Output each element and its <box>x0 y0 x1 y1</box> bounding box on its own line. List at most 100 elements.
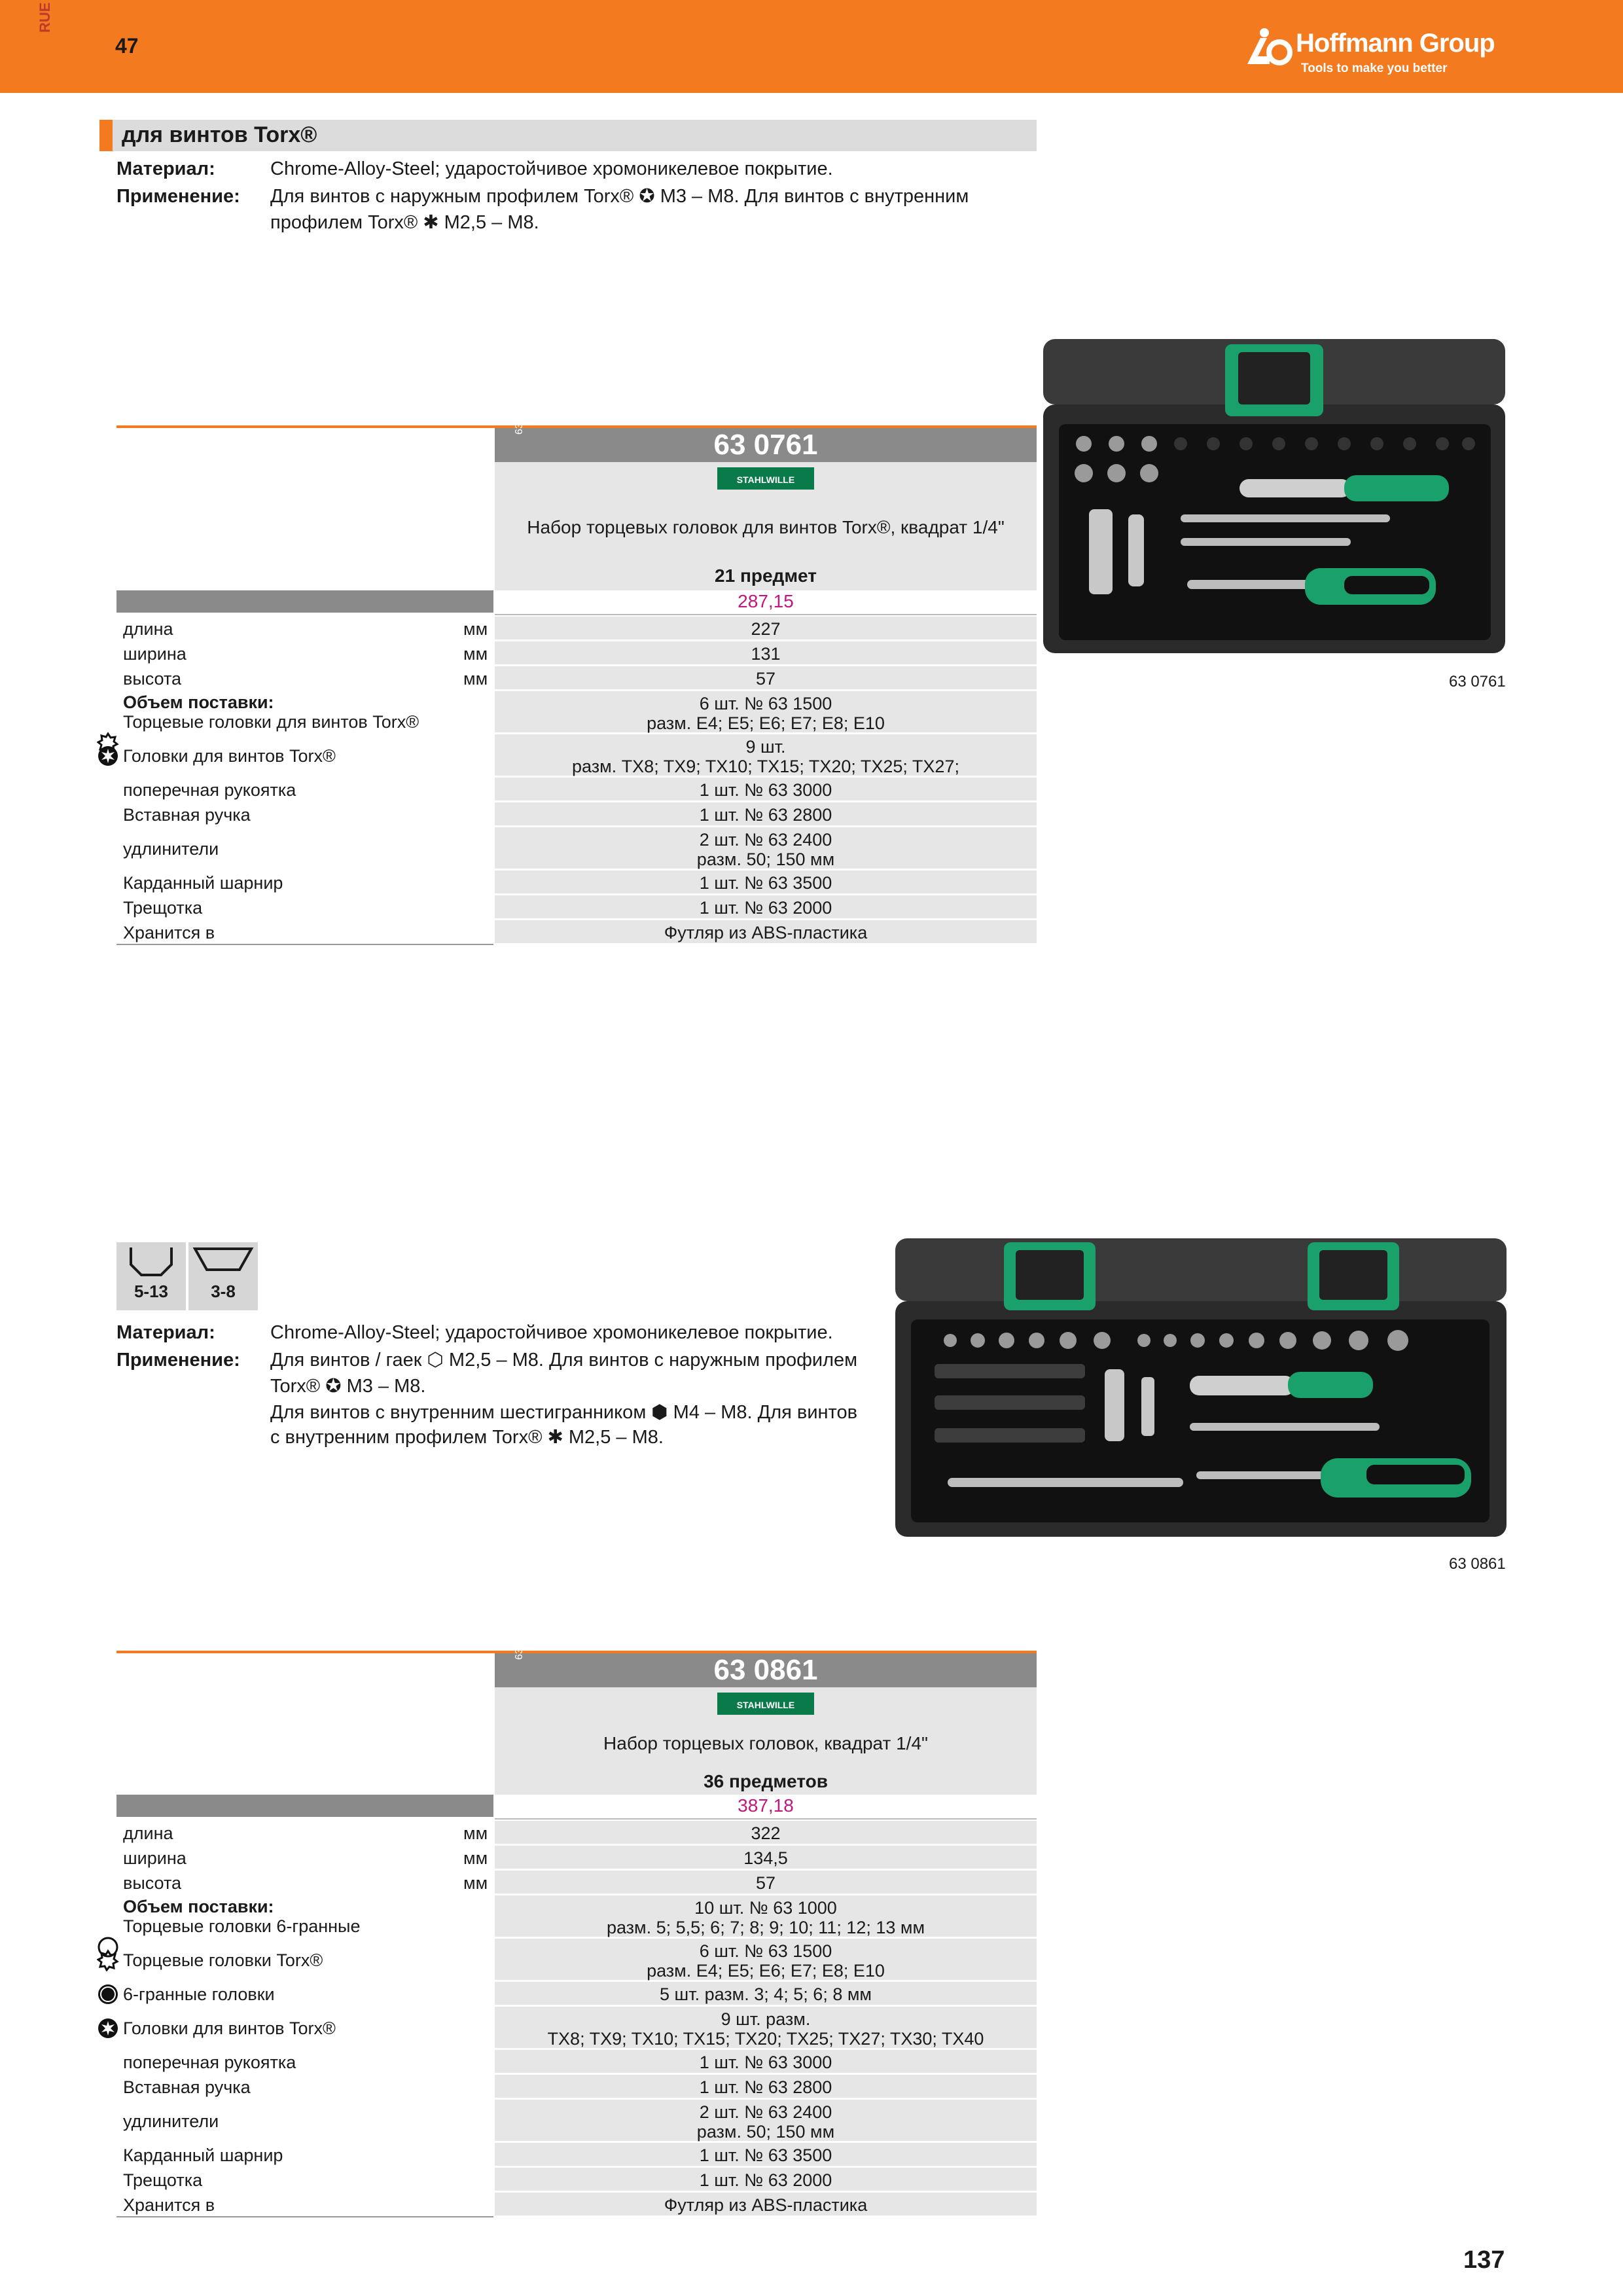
row-label: Трещотка <box>123 898 203 918</box>
row-value: 6 шт. № 63 1500 <box>699 694 832 713</box>
value-cell-bg <box>495 870 1037 893</box>
product-count: 36 предметов <box>704 1771 828 1791</box>
row-value: 1 шт. № 63 3000 <box>699 2053 832 2072</box>
code-header-1: 63Ä 63 0761 <box>495 416 1037 462</box>
hex-socket-icon-box: 5-13 <box>116 1242 186 1310</box>
table-row: поперечная рукоятка 1 шт. № 63 3000 <box>116 2050 1037 2075</box>
value-cell-bg <box>495 895 1037 918</box>
product-code: 63 0861 <box>713 1654 818 1686</box>
row-label: Карданный шарнир <box>123 2145 283 2165</box>
row-value: 322 <box>751 1823 781 1843</box>
row-unit: мм <box>463 644 488 664</box>
logo-tagline: Tools to make you better <box>1301 62 1448 75</box>
row-divider <box>116 2216 493 2217</box>
row-value: 1 шт. № 63 3000 <box>699 780 832 800</box>
row-value: 9 шт. разм. <box>721 2009 811 2029</box>
value-cell-bg <box>495 802 1037 825</box>
row-label: Хранится в <box>123 2195 215 2215</box>
row-label: Головки для винтов Torx® <box>98 746 336 766</box>
hex-ext-icon <box>97 1936 118 1958</box>
usage-line: с внутренним профилем Torx® ✱ M2,5 – M8. <box>270 1427 664 1448</box>
row-label: ширина <box>123 1848 187 1868</box>
row-label: поперечная рукоятка <box>123 2053 296 2072</box>
torx-int-icon <box>97 2017 118 2038</box>
grey-label-bar <box>116 590 493 613</box>
table-row: Хранится в Футляр из ABS-пластика <box>116 920 1037 945</box>
product-description: Набор торцевых головок, квадрат 1/4" <box>603 1733 928 1753</box>
product-price: 287,15 <box>738 591 794 611</box>
socket-row <box>1075 436 1158 482</box>
row-value: 1 шт. № 63 3500 <box>699 2145 832 2165</box>
row-value: 6 шт. № 63 1500 <box>699 1941 832 1961</box>
icon-label: 5-13 <box>134 1282 169 1301</box>
torx-ext-icon <box>96 1949 119 1972</box>
grey-label-bar <box>116 1795 493 1817</box>
row-label: Хранится в <box>123 923 215 942</box>
row-value: 131 <box>751 644 781 664</box>
row-value: разм. 50; 150 мм <box>696 850 835 869</box>
row-label: Объем поставки: <box>123 1897 274 1916</box>
table-row: Карданный шарнир 1 шт. № 63 3500 <box>116 2143 1037 2168</box>
hex-socket-icon <box>130 1247 173 1276</box>
hex-key-icon-box: 3-8 <box>188 1242 258 1310</box>
photo-caption: 63 0761 <box>1449 673 1506 691</box>
product-info-2: STAHLWILLE Набор торцевых головок, квадр… <box>495 1687 1037 1795</box>
brand-logo: STAHLWILLE <box>717 467 814 490</box>
usage-line: профилем Torx® ✱ M2,5 – M8. <box>270 212 539 233</box>
row-label: высота <box>123 1873 182 1893</box>
value-cell-bg <box>495 2007 1037 2048</box>
value-cell-bg <box>495 691 1037 732</box>
usage-line: Для винтов с внутренним шестигранником ⬢… <box>270 1402 858 1423</box>
row-value: разм. 5; 5,5; 6; 7; 8; 9; 10; 11; 12; 13… <box>606 1918 925 1937</box>
value-cell-bg <box>495 920 1037 943</box>
row-label-sub: Торцевые головки 6-гранные <box>98 1916 360 1958</box>
product-photo-630861 <box>895 1238 1507 1537</box>
hoffmann-logo[interactable]: Hoffmann Group Tools to make you better <box>1243 16 1518 81</box>
value-cell-bg <box>495 2050 1037 2073</box>
value-cell-bg <box>495 1939 1037 1980</box>
row-value: 10 шт. № 63 1000 <box>694 1898 837 1918</box>
value-cell-bg <box>495 2143 1037 2166</box>
row-value: Футляр из ABS-пластика <box>664 923 868 942</box>
code-header-2: 63Ä 63 0861 <box>495 1641 1037 1687</box>
material-label-1: Материал: <box>116 158 215 179</box>
row-value: Футляр из ABS-пластика <box>664 2195 868 2215</box>
row-value: 57 <box>755 1873 776 1893</box>
row-value: 1 шт. № 63 3500 <box>699 873 832 893</box>
material-label-2: Материал: <box>116 1322 215 1343</box>
series-label: 63Ä <box>514 416 525 435</box>
value-cell-bg <box>495 1982 1037 2005</box>
usage-line: Для винтов с наружным профилем Torx® ✪ M… <box>270 186 969 207</box>
row-label: Трещотка <box>123 2170 203 2190</box>
product-info-1: STAHLWILLE Набор торцевых головок для ви… <box>495 462 1037 590</box>
section-title: для винтов Torx® <box>122 122 317 147</box>
hex-int-icon <box>97 1983 118 2004</box>
value-cell-bg <box>495 2193 1037 2215</box>
row-label: Объем поставки: <box>123 692 274 712</box>
table-top-line <box>116 1651 1037 1653</box>
photo-caption: 63 0861 <box>1449 1555 1506 1573</box>
row-value: разм. TX8; TX9; TX10; TX15; TX20; TX25; … <box>572 757 959 776</box>
logo-mark-icon <box>1247 28 1293 65</box>
row-unit: мм <box>463 1873 488 1893</box>
icon-label: 3-8 <box>211 1282 236 1301</box>
row-label: 6-гранные головки <box>98 1984 275 2005</box>
row-label-sub: Торцевые головки для винтов Torx® <box>96 712 419 755</box>
table-row: поперечная рукоятка 1 шт. № 63 3000 <box>116 778 1037 802</box>
row-label: Головки для винтов Torx® <box>98 2018 336 2039</box>
value-cell-bg <box>495 2075 1037 2098</box>
header-bar <box>0 0 1623 93</box>
row-label: удлинители <box>123 2111 219 2131</box>
table-top-line <box>116 425 1037 428</box>
row-value: 1 шт. № 63 2800 <box>699 2077 832 2097</box>
row-label: поперечная рукоятка <box>123 780 296 800</box>
